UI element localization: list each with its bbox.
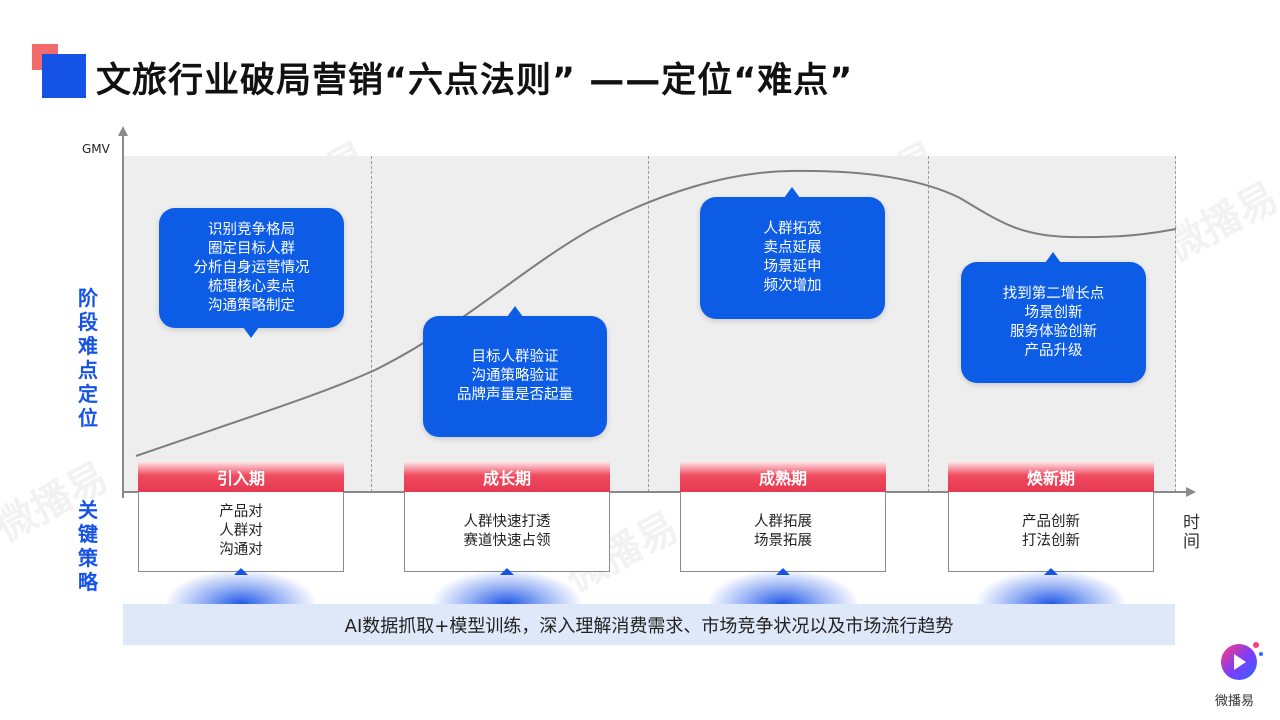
side-label-key-strategy: 关键策略 [78, 498, 98, 594]
stage-name: 成长期 [404, 462, 610, 492]
stage-divider [371, 156, 372, 492]
bubble-line: 卖点延展 [763, 240, 822, 256]
bubble-line: 梳理核心卖点 [208, 278, 295, 295]
logo-dot-icon [1259, 652, 1263, 656]
strategy-item: 赛道快速占领 [463, 532, 551, 549]
bubble-pointer [784, 187, 800, 198]
stage-name: 焕新期 [948, 462, 1154, 492]
title-decoration-blue [42, 54, 86, 98]
stage-divider [1175, 156, 1176, 492]
side-label-stage-difficulty: 阶段难点定位 [78, 286, 98, 430]
strategy-item: 人群快速打透 [463, 513, 551, 530]
bubble-line: 识别竞争格局 [208, 221, 295, 238]
upward-glow [166, 570, 316, 604]
brand-logo: 微播易 [1215, 640, 1265, 712]
stage-strategies: 产品对 人群对 沟通对 [138, 492, 344, 572]
y-axis-label: GMV [82, 142, 110, 156]
bubble-line: 场景延申 [763, 259, 822, 275]
stage-strategies: 人群快速打透 赛道快速占领 [404, 492, 610, 572]
strategy-item: 打法创新 [1022, 532, 1080, 549]
upward-arrow-icon [234, 568, 248, 575]
difficulty-bubble-mature: 人群拓宽 卖点延展 场景延申 频次增加 [700, 187, 885, 319]
upward-arrow-icon [1044, 568, 1058, 575]
bubble-line: 沟通策略验证 [471, 368, 559, 384]
play-icon [1234, 654, 1246, 670]
stage-name: 成熟期 [680, 462, 886, 492]
x-axis-arrow [1186, 487, 1196, 497]
ai-data-bar: AI数据抓取+模型训练，深入理解消费需求、市场竞争状况以及市场流行趋势 [123, 604, 1175, 645]
bubble-line: 频次增加 [763, 278, 822, 294]
upward-arrow-icon [500, 568, 514, 575]
stage-mature: 成熟期 人群拓展 场景拓展 [680, 462, 886, 572]
strategy-item: 产品创新 [1022, 513, 1080, 530]
upward-arrow-icon [776, 568, 790, 575]
logo-dot-icon [1253, 642, 1259, 648]
strategy-item: 产品对 [219, 504, 263, 520]
difficulty-bubble-growth: 目标人群验证 沟通策略验证 品牌声量是否起量 [423, 306, 607, 437]
logo-text: 微播易 [1215, 694, 1255, 709]
stage-name: 引入期 [138, 462, 344, 492]
stage-strategies: 人群拓展 场景拓展 [680, 492, 886, 572]
stage-divider [648, 156, 649, 492]
bubble-line: 产品升级 [1024, 342, 1083, 359]
upward-glow [976, 570, 1126, 604]
strategy-item: 沟通对 [219, 542, 263, 558]
bubble-line: 品牌声量是否起量 [457, 387, 573, 403]
stage-strategies: 产品创新 打法创新 [948, 492, 1154, 572]
difficulty-bubble-renewal: 找到第二增长点 场景创新 服务体验创新 产品升级 [961, 252, 1146, 383]
stage-growth: 成长期 人群快速打透 赛道快速占领 [404, 462, 610, 572]
stage-intro: 引入期 产品对 人群对 沟通对 [138, 462, 344, 572]
x-axis-label: 时间 [1183, 513, 1200, 552]
bubble-line: 沟通策略制定 [208, 297, 295, 314]
strategy-item: 人群对 [219, 523, 263, 539]
bubble-line: 分析自身运营情况 [193, 259, 310, 276]
strategy-item: 场景拓展 [754, 532, 812, 549]
bubble-line: 场景创新 [1024, 304, 1083, 321]
upward-glow [432, 570, 582, 604]
bubble-pointer [243, 327, 259, 338]
bubble-line: 人群拓宽 [763, 221, 822, 237]
bubble-pointer [1045, 252, 1061, 263]
bubble-line: 目标人群验证 [471, 349, 559, 365]
bubble-line: 服务体验创新 [1010, 323, 1097, 340]
upward-glow [708, 570, 858, 604]
bubble-line: 圈定目标人群 [208, 240, 295, 257]
page-title: 文旅行业破局营销“六点法则” ——定位“难点” [96, 61, 854, 101]
strategy-item: 人群拓展 [754, 513, 812, 530]
y-axis-arrow [118, 126, 128, 136]
bubble-line: 找到第二增长点 [1002, 285, 1105, 302]
gmv-curve [135, 169, 1177, 457]
bubble-pointer [507, 306, 523, 317]
stage-renewal: 焕新期 产品创新 打法创新 [948, 462, 1154, 572]
stage-divider [928, 156, 929, 492]
difficulty-bubble-intro: 识别竞争格局 圈定目标人群 分析自身运营情况 梳理核心卖点 沟通策略制定 [159, 208, 344, 338]
